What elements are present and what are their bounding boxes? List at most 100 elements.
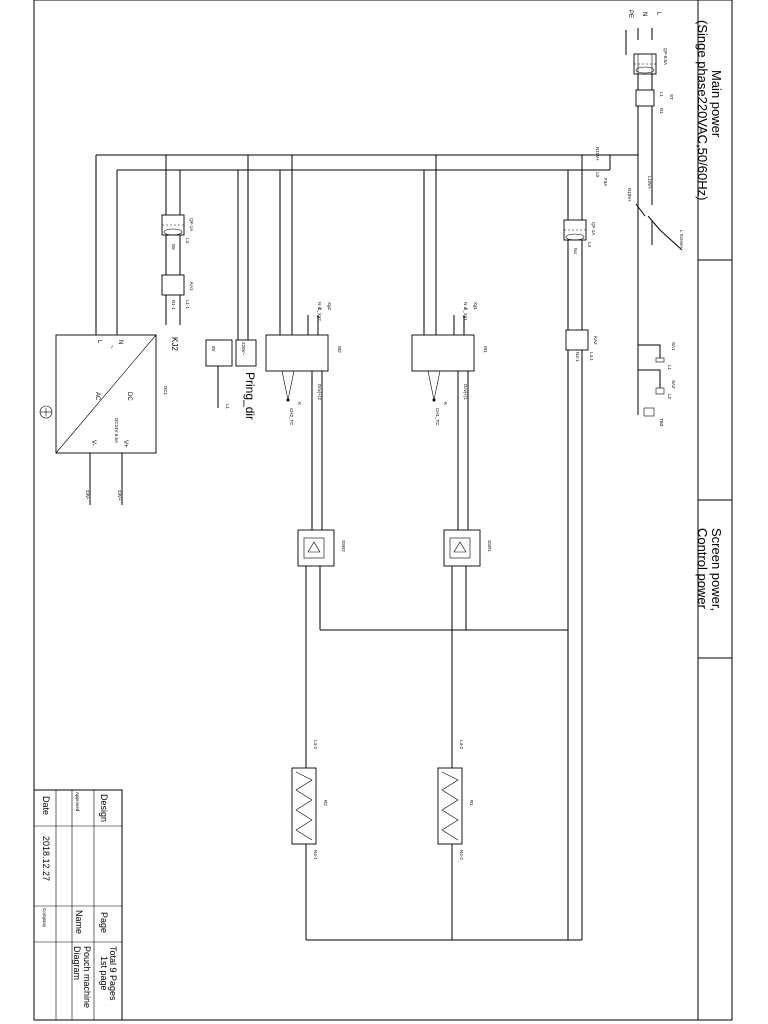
relay-ka2-label: KA2	[593, 336, 598, 345]
breaker-qf2-l-label: L4	[587, 242, 592, 248]
w2-in1: Xg2	[327, 302, 332, 311]
power-supply-vminus: V-	[90, 440, 96, 446]
section-control-power-title: Control power	[695, 528, 710, 610]
w1-tag: W1	[483, 346, 488, 353]
ssr1: SSR1	[443, 529, 492, 940]
breaker-qf1-n-label: N5	[171, 244, 176, 250]
terminal-l-label: L	[655, 12, 661, 16]
supply-st-label: ST	[669, 94, 674, 100]
power-supply-rating: DC24V 6.5A	[114, 418, 119, 443]
n10v-label: N10V+	[627, 188, 632, 202]
power-supply-ac-symbol: ~	[108, 345, 114, 349]
w2-out: Dcv(+)2	[317, 384, 322, 400]
heater-r1-label: R1	[469, 800, 474, 806]
power-supply-dc: DC	[126, 392, 132, 401]
printing-dir-wire: L1	[225, 404, 230, 410]
l10v-label: L10V+	[647, 176, 652, 190]
temp-controller-w2: W2 Xg2 N-dl_Xg2 Dcv(+)2 CH2_TC K	[265, 155, 342, 530]
relay-ka1-label: KA1	[189, 282, 194, 291]
switch-l1-label: L1	[667, 365, 672, 371]
section-main-power-title: Main power	[709, 70, 724, 138]
tb-name-label: Name	[74, 910, 84, 934]
relay-ka2-a-label: L4-1	[589, 352, 594, 362]
tb-name-value: Pouch machine	[82, 946, 92, 1008]
breaker-qf1-l-label: L4	[185, 238, 190, 244]
main-breaker: QF-0.5A	[633, 48, 668, 90]
incoming-terminals: L N PE	[625, 10, 661, 55]
heater-r1-a: L4-2	[459, 740, 464, 750]
relay-ka1-a-label: L1-1	[185, 300, 190, 310]
printing-dir-coil: 220V~	[241, 342, 246, 356]
supply-n1-label: N1	[659, 108, 664, 114]
w1-k: K	[443, 402, 448, 405]
w1-in2: N-dl_Xg1	[463, 302, 468, 321]
supply-l1-label: L1	[659, 92, 664, 98]
title-block: Design Approved Date 2018.12.27 Page Nam…	[33, 789, 123, 1021]
tb-date-label: Date	[41, 796, 51, 815]
breaker-qf2-label: QF-1A	[591, 222, 596, 235]
w1-out: Dcv(+)1	[463, 384, 468, 400]
switch-sa2-label: SA2	[671, 380, 676, 389]
relay-ka1: KA1 L1-1 N1-1	[161, 274, 194, 325]
main-breaker-label: QF-0.5A	[663, 48, 668, 65]
ssr2: SSR2	[297, 529, 568, 940]
ssr2-label: SSR2	[341, 540, 346, 552]
sheet-frame	[33, 0, 733, 1021]
power-supply-n: N	[117, 340, 123, 344]
relay-ka1-b-label: N1-1	[171, 300, 176, 310]
switch-sa1-label: SA1	[671, 342, 676, 351]
printing-dir: 220V~ 0V Pring_dir L1	[205, 155, 257, 420]
terminal-pe-label: PE	[627, 10, 633, 18]
power-supply-dc1: KJ2 DC1 L N ~ AC DC DC24V 6.5A V- V+ 24V…	[39, 334, 179, 505]
heater-r2-a: L4-2	[313, 740, 318, 750]
w2-tag: W2	[337, 346, 342, 353]
relay-ka2-b-label: N4-1	[575, 352, 580, 362]
power-supply-tag: DC1	[163, 386, 168, 395]
control-switches: SA1 SA2 L1 L2 TB3	[638, 342, 676, 427]
ssr1-label: SSR1	[487, 540, 492, 552]
breaker-qf2: QF-1A L4 N4	[563, 155, 596, 940]
heater-r1: R1 L4-2 N4-2	[437, 740, 474, 860]
heater-r2-label: R2	[323, 800, 328, 806]
tb-approved-label: Approved	[75, 792, 80, 812]
tb-company-label: Company	[42, 908, 47, 928]
w1-probe: CH1_TC	[435, 408, 440, 426]
breaker-qf1-label: QF-1A	[189, 218, 194, 231]
fuse-label: F3A	[603, 178, 608, 186]
heater-r1-b: N4-2	[459, 850, 464, 860]
w2-k: K	[297, 402, 302, 405]
main-feeders: N10V+ L0 F3A L10V+ N10V+ L Screen	[95, 106, 684, 415]
w2-in2: N-dl_Xg2	[317, 302, 322, 321]
power-supply-vplus: V+	[122, 440, 128, 448]
printing-dir-name: Pring_dir	[243, 372, 257, 420]
w2-probe: CH2_TC	[289, 408, 294, 426]
tb-page-value: 1st page	[99, 956, 109, 991]
power-supply-l: L	[96, 340, 102, 344]
heater-r2: R2 L4-2 N4-1	[291, 740, 328, 860]
tb-date-value: 2018.12.27	[41, 836, 51, 881]
output-24v-pos: 24V+	[117, 490, 122, 501]
power-supply-name: KJ2	[170, 337, 179, 351]
section-screen-power-title: Screen power,	[709, 528, 724, 611]
switch-l2-label: L2	[667, 394, 672, 400]
printing-dir-contact: 0V	[211, 346, 216, 352]
supply-block: L1 N1 ST	[635, 89, 674, 114]
tb-name-value-2: Diagram	[72, 946, 82, 980]
tb-total-pages: Total 9 Pages	[108, 946, 118, 1001]
section-main-power-subtitle: (Singe phase220VAC,50/60Hz)	[695, 20, 710, 200]
relay-ka2: KA2 L4-1 N4-1	[565, 329, 598, 940]
breaker-qf1: QF-1A L4 N5	[161, 155, 194, 275]
bus-label-n: N10V+	[595, 147, 600, 161]
screen-label: L Screen	[679, 230, 684, 248]
temp-controller-w1: W1 Xg1 N-dl_Xg1 Dcv(+)1 CH1_TC K	[411, 155, 488, 530]
tb-page-label: Page	[99, 912, 109, 933]
terminal-block-label: TB3	[659, 418, 664, 427]
heater-r2-b: N4-1	[313, 850, 318, 860]
terminal-n-label: N	[641, 12, 647, 16]
breaker-qf2-n-label: N4	[573, 248, 578, 254]
bus-label-l: L0	[595, 172, 600, 178]
power-supply-ac: AC	[94, 392, 100, 401]
tb-design-label: Design	[99, 794, 109, 822]
w1-in1: Xg1	[473, 302, 478, 311]
